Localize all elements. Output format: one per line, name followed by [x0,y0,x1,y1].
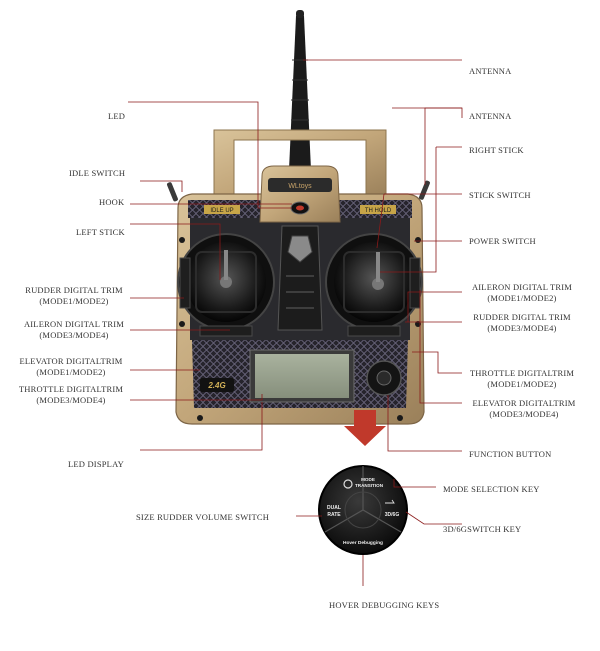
callout-rudder-trim-left-line1: RUDDER DIGITAL TRIM [25,285,123,295]
dual-rate-label-1: DUAL [327,505,341,511]
callout-size-rudder-volume-switch: SIZE RUDDER VOLUME SWITCH [136,512,270,522]
callout-throttle-trim-left: THROTTLE DIGITALTRIM (MODE3/MODE4) [12,384,130,406]
callout-aileron-trim-left: AILERON DIGITAL TRIM (MODE3/MODE4) [18,319,130,341]
antenna [289,10,311,170]
callout-aileron-trim-right-line1: AILERON DIGITAL TRIM [471,282,573,292]
callout-left-stick: LEFT STICK [76,227,125,237]
3d6g-switch-key[interactable] [380,500,404,520]
callout-mode-selection-key: MODE SELECTION KEY [443,484,540,494]
callout-aileron-trim-right-line2: (MODE1/MODE2) [487,293,557,303]
callout-elevator-trim-left-line1: ELEVATOR DIGITALTRIM [19,356,123,366]
callout-elevator-trim-left: ELEVATOR DIGITALTRIM (MODE1/MODE2) [12,356,130,378]
callout-stick-switch: STICK SWITCH [469,190,531,200]
callout-elevator-trim-left-line2: (MODE1/MODE2) [36,367,106,377]
callout-hook: HOOK [99,197,125,207]
callout-led: LED [108,111,126,121]
callout-rudder-trim-left-line2: (MODE1/MODE2) [39,296,109,306]
left-stick[interactable] [220,276,232,288]
callout-rudder-trim-right: RUDDER DIGITAL TRIM (MODE3/MODE4) [468,312,576,334]
mode-selection-key[interactable] [350,470,380,492]
mode-transition-label-1: MODE [361,477,375,482]
3d6g-icon [385,499,395,504]
callout-function-button: FUNCTION BUTTON [469,449,552,459]
right-vertical-trim[interactable] [409,257,421,309]
right-horizontal-trim[interactable] [347,325,401,337]
callout-right-stick: RIGHT STICK [469,145,524,155]
callout-elevator-trim-right: ELEVATOR DIGITALTRIM (MODE3/MODE4) [468,398,580,420]
callout-rudder-trim-right-line2: (MODE3/MODE4) [487,323,557,333]
dual-rate-label-2: RATE [327,512,341,518]
callout-3d6g-switch-key: 3D/6GSWITCH KEY [443,524,522,534]
left-horizontal-trim[interactable] [199,325,253,337]
callout-throttle-trim-left-line2: (MODE3/MODE4) [36,395,106,405]
idle-up-label: IDLE UP [210,208,233,214]
center-hook [277,225,323,331]
callout-aileron-trim-left-line1: AILERON DIGITAL TRIM [23,319,125,329]
3d6g-label: 3D/6G [385,512,400,518]
callout-elevator-trim-right-line1: ELEVATOR DIGITALTRIM [472,398,576,408]
band-badge: 2.4G [207,381,225,390]
screws [179,237,421,421]
callout-throttle-trim-right-line1: THROTTLE DIGITALTRIM [469,368,575,378]
right-stick[interactable] [372,278,384,290]
callout-antenna-right: ANTENNA [469,111,512,121]
th-hold-label: TH HOLD [365,208,392,214]
callout-rudder-trim-right-line1: RUDDER DIGITAL TRIM [473,312,571,322]
function-button[interactable] [366,360,402,396]
idle-switch[interactable] [166,182,178,202]
brand-logo: WLtoys [288,183,312,190]
button-pad-closeup: MODE TRANSITION DUAL RATE 3D/6G Hover De… [318,465,408,555]
callout-rudder-trim-left: RUDDER DIGITAL TRIM (MODE1/MODE2) [18,285,130,307]
stick-switch[interactable] [418,180,430,200]
callout-power-switch: POWER SWITCH [469,236,536,246]
callout-led-display: LED DISPLAY [68,459,124,469]
lcd-display [249,349,355,403]
right-stick-gimbal [325,233,423,337]
callout-idle-switch: IDLE SWITCH [69,168,126,178]
callout-throttle-trim-right: THROTTLE DIGITALTRIM (MODE1/MODE2) [468,368,576,390]
dual-rate-key[interactable] [322,500,346,520]
callout-antenna-top: ANTENNA [469,66,512,76]
down-arrow-icon [344,410,386,446]
callout-elevator-trim-right-line2: (MODE3/MODE4) [489,409,559,419]
mode-transition-icon [343,479,353,489]
hover-debugging-key[interactable] [340,534,386,548]
callout-throttle-trim-right-line2: (MODE1/MODE2) [487,379,557,389]
hover-debugging-label: Hover Debugging [343,540,383,546]
callout-aileron-trim-left-line2: (MODE3/MODE4) [39,330,109,340]
callout-aileron-trim-right: AILERON DIGITAL TRIM (MODE1/MODE2) [468,282,576,304]
left-vertical-trim[interactable] [179,257,191,309]
callout-hover-debugging-keys: HOVER DEBUGGING KEYS [329,600,440,610]
callout-throttle-trim-left-line1: THROTTLE DIGITALTRIM [18,384,124,394]
leader-lines [128,59,463,586]
mode-transition-label-2: TRANSITION [355,483,384,488]
